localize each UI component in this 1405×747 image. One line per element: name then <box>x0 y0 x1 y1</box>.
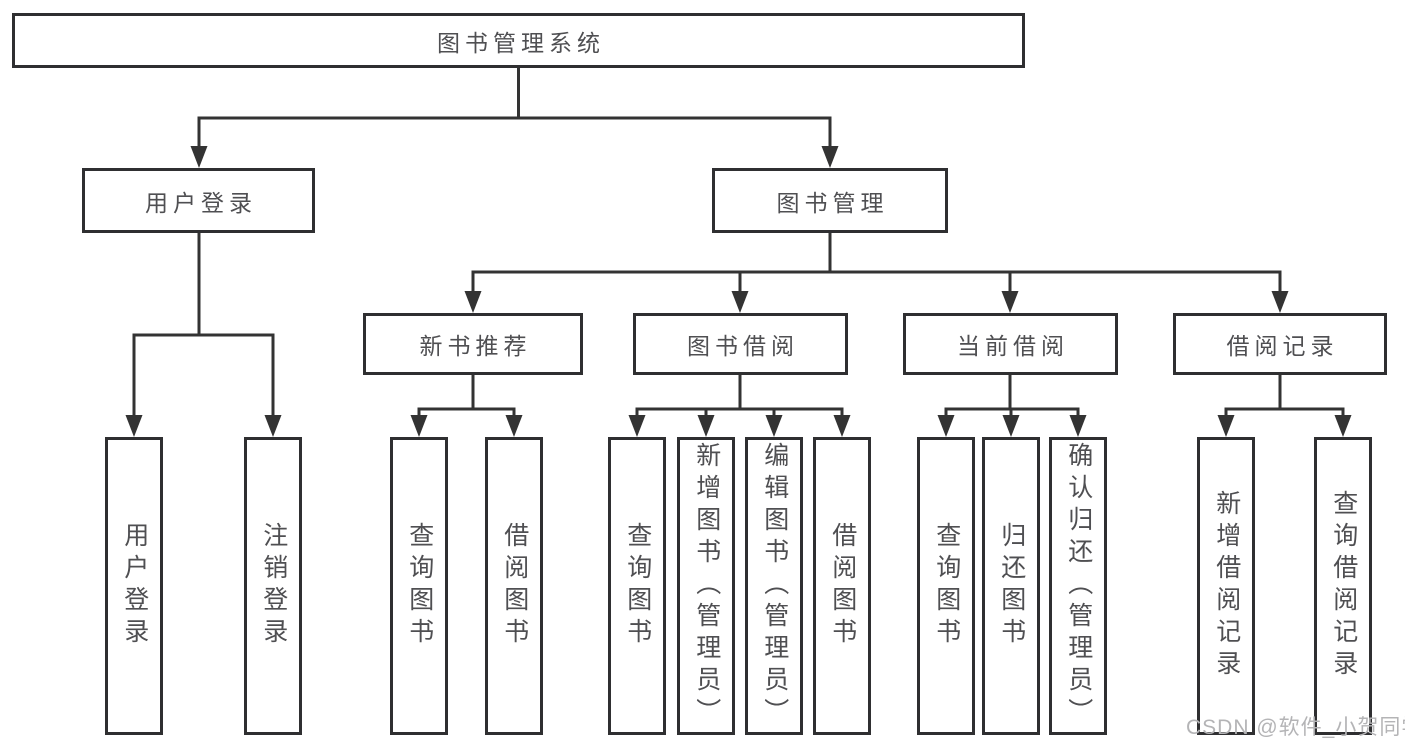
arrowhead-icon <box>1271 291 1289 313</box>
connector-new-book-split <box>410 373 523 437</box>
leaf-confirm-return-admin-label: 确认归还（管理员） <box>1064 442 1093 730</box>
connector-borrow-records-split <box>1217 373 1352 437</box>
arrowhead-icon <box>125 415 143 437</box>
leaf-borrow-books-recommend-label: 借阅图书 <box>500 522 529 650</box>
node-library-management-system: 图书管理系统 <box>12 13 1025 68</box>
leaf-query-books-current-label: 查询图书 <box>932 522 961 650</box>
arrowhead-icon <box>731 291 749 313</box>
arrowhead-icon <box>1069 415 1087 437</box>
leaf-add-books-admin: 新增图书（管理员） <box>677 437 735 735</box>
arrowhead-icon <box>505 415 523 437</box>
leaf-add-borrow-record: 新增借阅记录 <box>1197 437 1255 735</box>
leaf-return-books-label: 归还图书 <box>997 522 1026 650</box>
leaf-return-books: 归还图书 <box>982 437 1040 735</box>
leaf-query-books-recommend-label: 查询图书 <box>405 522 434 650</box>
leaf-user-login: 用户登录 <box>105 437 163 735</box>
connector-user-login-split <box>125 231 282 437</box>
connector-book-mgmt-split <box>464 231 1289 313</box>
arrowhead-icon <box>1217 415 1235 437</box>
leaf-query-books-borrow-label: 查询图书 <box>623 522 652 650</box>
leaf-query-borrow-record-label: 查询借阅记录 <box>1329 490 1358 682</box>
leaf-user-login-label: 用户登录 <box>120 522 149 650</box>
csdn-watermark: CSDN @软件_小贺同学 <box>1186 716 1405 739</box>
leaf-edit-books-admin-label: 编辑图书（管理员） <box>760 442 789 730</box>
leaf-logout: 注销登录 <box>244 437 302 735</box>
node-user-login: 用户登录 <box>82 168 315 233</box>
arrowhead-icon <box>697 415 715 437</box>
leaf-edit-books-admin: 编辑图书（管理员） <box>745 437 803 735</box>
arrowhead-icon <box>833 415 851 437</box>
arrowhead-icon <box>628 415 646 437</box>
arrowhead-icon <box>264 415 282 437</box>
leaf-borrow-books-label: 借阅图书 <box>828 522 857 650</box>
leaf-query-borrow-record: 查询借阅记录 <box>1314 437 1372 735</box>
node-book-management: 图书管理 <box>712 168 948 233</box>
connector-root-split <box>190 66 839 168</box>
arrowhead-icon <box>821 146 839 168</box>
leaf-query-books-borrow: 查询图书 <box>608 437 666 735</box>
leaf-borrow-books: 借阅图书 <box>813 437 871 735</box>
node-current-borrowing: 当前借阅 <box>903 313 1118 375</box>
leaf-query-books-current: 查询图书 <box>917 437 975 735</box>
arrowhead-icon <box>410 415 428 437</box>
connector-book-borrow-split <box>628 373 851 437</box>
connector-current-borrow-split <box>937 373 1087 437</box>
node-book-borrowing: 图书借阅 <box>633 313 848 375</box>
arrowhead-icon <box>1334 415 1352 437</box>
arrowhead-icon <box>765 415 783 437</box>
leaf-borrow-books-recommend: 借阅图书 <box>485 437 543 735</box>
arrowhead-icon <box>190 146 208 168</box>
leaf-confirm-return-admin: 确认归还（管理员） <box>1049 437 1107 735</box>
leaf-logout-label: 注销登录 <box>259 522 288 650</box>
leaf-query-books-recommend: 查询图书 <box>390 437 448 735</box>
arrowhead-icon <box>1001 291 1019 313</box>
leaf-add-books-admin-label: 新增图书（管理员） <box>692 442 721 730</box>
leaf-add-borrow-record-label: 新增借阅记录 <box>1212 490 1241 682</box>
arrowhead-icon <box>464 291 482 313</box>
arrowhead-icon <box>937 415 955 437</box>
arrowhead-icon <box>1002 415 1020 437</box>
node-borrow-records: 借阅记录 <box>1173 313 1387 375</box>
node-new-book-recommend: 新书推荐 <box>363 313 583 375</box>
